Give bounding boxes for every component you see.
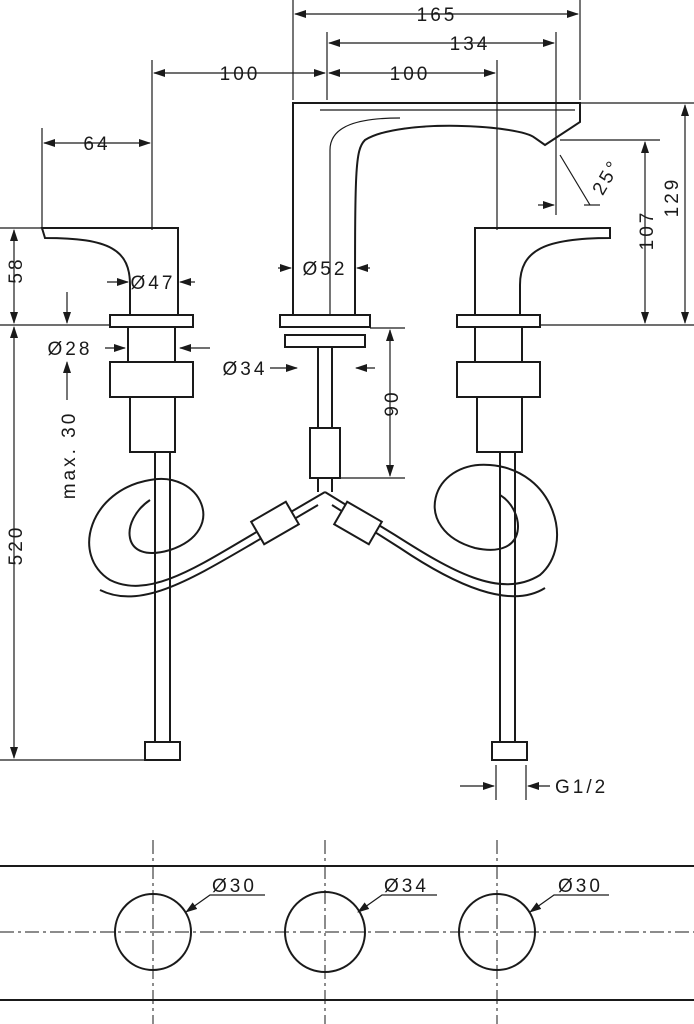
center-hole-label: Ø34 [384, 876, 429, 897]
hoses [88, 463, 558, 598]
dim-spout-shank-length: 90 [382, 389, 403, 416]
dim-handle-length: 64 [83, 134, 110, 155]
dim-spacing-right: 100 [390, 64, 431, 85]
dimension-labels: 165 134 100 100 64 58 Ø47 Ø52 25° 107 12… [6, 5, 683, 798]
dim-connection-thread: G1/2 [555, 777, 608, 798]
right-hole [458, 893, 536, 971]
dim-shank-diameter: Ø28 [48, 339, 93, 360]
center-hole [284, 891, 366, 973]
dim-spout-base-diameter: Ø52 [303, 259, 348, 280]
dim-spout-angle: 25° [589, 156, 626, 199]
dim-overall-width: 165 [417, 5, 458, 26]
dim-spout-shank-diameter: Ø34 [223, 359, 268, 380]
right-hole-label: Ø30 [558, 876, 603, 897]
right-handle [456, 227, 611, 761]
left-handle [40, 227, 194, 761]
dim-max-deck-thickness: max. 30 [59, 411, 80, 500]
dim-hose-length: 520 [6, 525, 27, 566]
dim-handle-base-diameter: Ø47 [131, 273, 176, 294]
dimension-lines [10, 10, 689, 790]
dim-handle-height: 58 [6, 256, 27, 283]
spout [279, 102, 581, 492]
dim-spout-reach: 134 [450, 34, 491, 55]
hole-pattern: Ø30 Ø34 Ø30 [0, 840, 694, 1024]
dim-spacing-left: 100 [220, 64, 261, 85]
dim-outlet-height: 107 [637, 210, 658, 251]
left-hole [114, 893, 192, 971]
left-hole-label: Ø30 [212, 876, 257, 897]
extension-lines [0, 0, 694, 800]
dim-total-height: 129 [662, 177, 683, 218]
